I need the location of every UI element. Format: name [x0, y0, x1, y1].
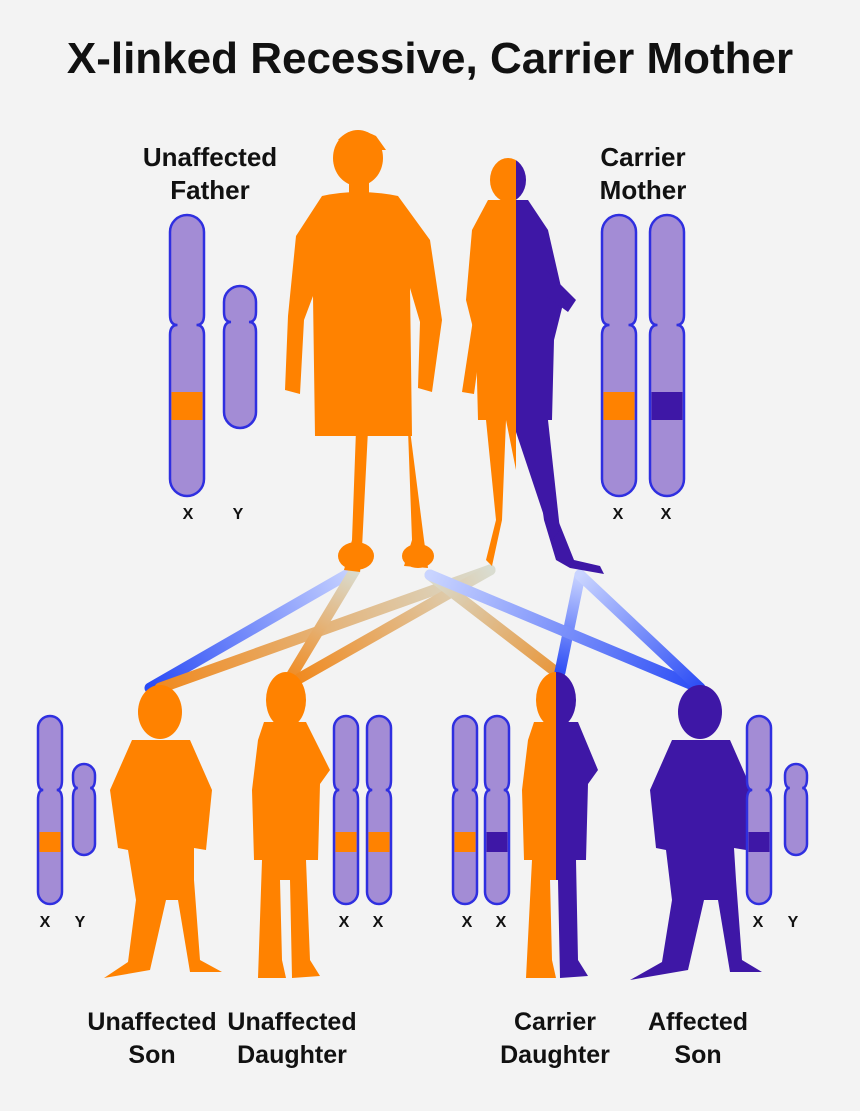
diagram-title: X-linked Recessive, Carrier Mother: [66, 34, 794, 83]
child2-x-chromosome-1: [332, 714, 360, 906]
child1-y-chromosome: [71, 762, 97, 857]
child1-x-chromosome: [36, 714, 64, 906]
affected-son-silhouette: [630, 685, 762, 980]
child2-x-chromosome-2-body: [365, 714, 393, 906]
child4-chr-label-1: X: [752, 914, 764, 931]
child2-x-chromosome-1-body: [332, 714, 360, 906]
child4-label-line2: Son: [674, 1041, 722, 1069]
child3-x-chromosome-1: [451, 714, 479, 906]
child2-x-chromosome-1-allele-band: [335, 832, 357, 852]
father-x-chromosome-allele-band: [171, 392, 203, 420]
child4-y-chromosome-body: [783, 762, 809, 857]
father-y-chromosome: [222, 284, 258, 430]
child2-label-line1: Unaffected: [227, 1008, 357, 1036]
child3-x-chromosome-1-body: [451, 714, 479, 906]
mother-label: Carrier Mother: [573, 141, 713, 207]
child4-y-chromosome: [783, 762, 809, 857]
child3-x-chromosome-2-body: [483, 714, 511, 906]
child2-chr-label-2: X: [372, 914, 384, 931]
father-silhouette: [285, 130, 442, 572]
child4-x-chromosome: [745, 714, 773, 906]
child3-chr-label-1: X: [461, 914, 473, 931]
line-father-to-affected-son: [424, 569, 706, 694]
child4-x-chromosome-allele-band: [748, 832, 770, 852]
father-x-chromosome: [168, 213, 206, 498]
child1-label: Unaffected Son: [82, 1006, 222, 1072]
father-y-chromosome-body: [222, 284, 258, 430]
line-mother-to-affected-son: [574, 569, 706, 694]
mother-silhouette: [462, 158, 604, 574]
child1-label-line1: Unaffected: [87, 1008, 217, 1036]
mother-x-chromosome-2: [648, 213, 686, 498]
child3-x-chromosome-2: [483, 714, 511, 906]
child2-x-chromosome-2: [365, 714, 393, 906]
child1-chr-label-1: X: [39, 914, 51, 931]
child1-y-chromosome-body: [71, 762, 97, 857]
line-father-to-unaffected-son: [144, 564, 361, 694]
child3-label-line2: Daughter: [500, 1041, 610, 1069]
father-x-chromosome-body: [168, 213, 206, 498]
child4-label-line1: Affected: [647, 1008, 748, 1036]
chromosomes: [36, 213, 809, 906]
mother-x-chromosome-1-body: [600, 213, 638, 498]
unaffected-son-silhouette: [104, 685, 222, 978]
carrier-daughter-purple-half: [556, 672, 598, 978]
child2-x-chromosome-2-allele-band: [368, 832, 390, 852]
inheritance-lines: [144, 564, 706, 694]
line-father-to-unaffected-daughter: [284, 564, 361, 684]
child4-x-chromosome-body: [745, 714, 773, 906]
father-label-line2: Father: [170, 175, 250, 205]
father-chr-label-1: X: [182, 506, 194, 523]
mother-label-line2: Mother: [599, 175, 687, 205]
child4-label: Affected Son: [628, 1006, 768, 1072]
child4-chr-label-2: Y: [787, 914, 799, 931]
line-mother-to-carrier-daughter: [554, 569, 586, 678]
child3-x-chromosome-2-allele-band: [486, 832, 508, 852]
child2-label: Unaffected Daughter: [222, 1006, 362, 1072]
child2-chr-label-1: X: [338, 914, 350, 931]
mother-x-chromosome-2-allele-band: [651, 392, 683, 420]
father-label-line1: Unaffected: [142, 142, 278, 172]
mother-chr-label-2: X: [660, 506, 672, 523]
father-chr-label-2: Y: [232, 506, 244, 523]
mother-x-chromosome-1: [600, 213, 638, 498]
unaffected-daughter-silhouette: [252, 672, 330, 978]
child3-label-line1: Carrier: [514, 1008, 596, 1036]
child3-label: Carrier Daughter: [485, 1006, 625, 1072]
child1-chr-label-2: Y: [74, 914, 86, 931]
father-label: Unaffected Father: [120, 141, 300, 207]
mother-label-line1: Carrier: [600, 142, 686, 172]
child1-x-chromosome-body: [36, 714, 64, 906]
mother-chr-label-1: X: [612, 506, 624, 523]
mother-x-chromosome-2-body: [648, 213, 686, 498]
child3-x-chromosome-1-allele-band: [454, 832, 476, 852]
child2-label-line2: Daughter: [237, 1041, 347, 1069]
mother-x-chromosome-1-allele-band: [603, 392, 635, 420]
child3-chr-label-2: X: [495, 914, 507, 931]
line-father-to-carrier-daughter: [424, 569, 562, 678]
carrier-daughter-orange-half: [522, 672, 556, 978]
child1-x-chromosome-allele-band: [39, 832, 61, 852]
child1-label-line2: Son: [128, 1041, 176, 1069]
